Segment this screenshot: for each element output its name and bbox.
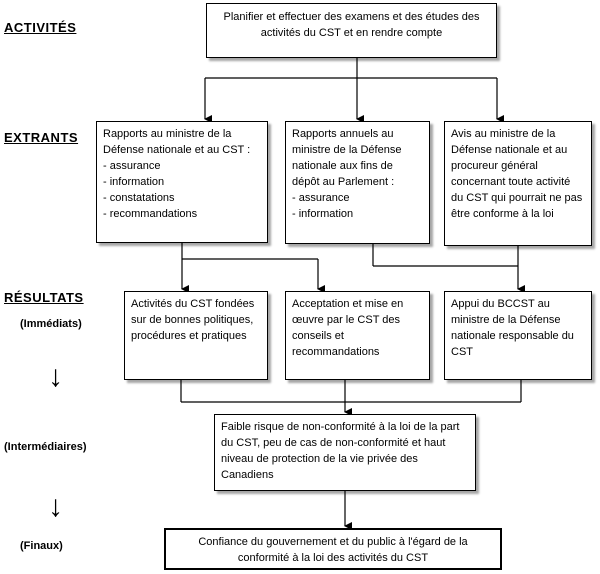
list-item: constatations (103, 190, 261, 206)
list-item: assurance (103, 158, 261, 174)
immediate-1-text: Activités du CST fondées sur de bonnes p… (131, 298, 255, 342)
immediate-box-3: Appui du BCCST au ministre de la Défense… (444, 291, 592, 380)
list-item: information (292, 206, 423, 222)
activity-text: Planifier et effectuer des examens et de… (223, 11, 480, 39)
label-extrants: EXTRANTS (4, 130, 79, 145)
immediate-2-text: Acceptation et mise en œuvre par le CST … (292, 298, 404, 358)
immediate-box-2: Acceptation et mise en œuvre par le CST … (285, 291, 430, 380)
final-box: Confiance du gouvernement et du public à… (164, 528, 502, 570)
output-2-list: assurance information (292, 190, 423, 222)
label-immediats: (Immédiats) (20, 318, 82, 330)
output-1-title: Rapports au ministre de la Défense natio… (103, 128, 251, 156)
final-text: Confiance du gouvernement et du public à… (198, 536, 468, 564)
list-item: assurance (292, 190, 423, 206)
list-item: recommandations (103, 206, 261, 222)
immediate-box-1: Activités du CST fondées sur de bonnes p… (124, 291, 268, 380)
intermediate-box: Faible risque de non-conformité à la loi… (214, 414, 476, 491)
list-item: information (103, 174, 261, 190)
intermediate-text: Faible risque de non-conformité à la loi… (221, 421, 460, 481)
label-activites: ACTIVITÉS (4, 20, 77, 35)
output-box-3: Avis au ministre de la Défense nationale… (444, 121, 592, 246)
output-2-title: Rapports annuels au ministre de la Défen… (292, 128, 402, 188)
output-box-1: Rapports au ministre de la Défense natio… (96, 121, 268, 243)
label-intermediaires: (Intermédiaires) (4, 441, 87, 453)
activity-box: Planifier et effectuer des examens et de… (206, 3, 497, 58)
output-1-list: assurance information constatations reco… (103, 158, 261, 222)
output-box-2: Rapports annuels au ministre de la Défen… (285, 121, 430, 244)
down-arrow-icon-1: ↓ (48, 360, 63, 393)
down-arrow-icon-2: ↓ (48, 490, 63, 523)
output-3-title: Avis au ministre de la Défense nationale… (451, 128, 583, 220)
label-finaux: (Finaux) (20, 540, 63, 552)
label-resultats: RÉSULTATS (4, 290, 84, 305)
immediate-3-text: Appui du BCCST au ministre de la Défense… (451, 298, 574, 358)
